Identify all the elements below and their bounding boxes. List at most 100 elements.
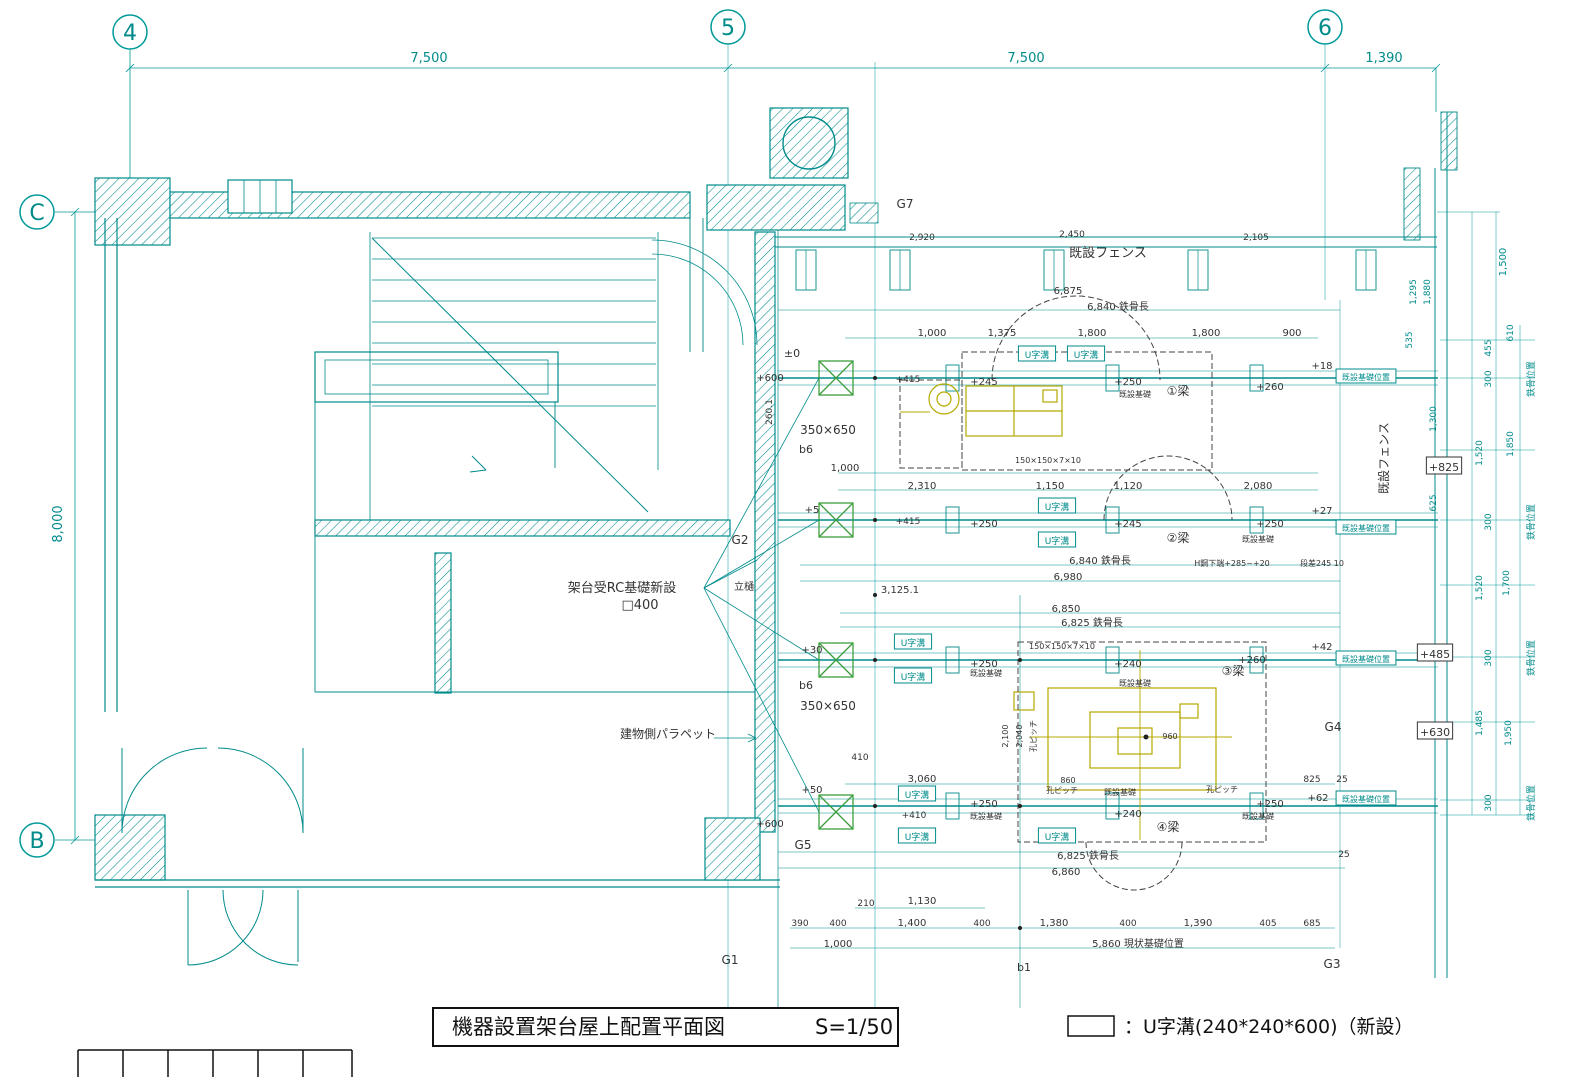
drawing-label: b1 — [1017, 961, 1031, 974]
legend: ：U字溝(240*240*600)（新設） — [1067, 1015, 1414, 1038]
boxed-label-frame — [897, 785, 937, 802]
drawing-label: 6,840 鉄骨長 — [1087, 300, 1149, 313]
building-walls — [94, 107, 1458, 888]
drawing-label: +42 — [1311, 642, 1332, 653]
drawing-label: 既設フェンス — [1376, 422, 1391, 494]
drawing-label: 5,860 現状基礎位置 — [1092, 937, 1184, 950]
drawing-label: 4 — [123, 21, 137, 46]
drawing-label: 孔ピッチ — [1029, 720, 1038, 752]
drawing-label: 860 — [1060, 776, 1075, 785]
drawing-label: 300 — [1484, 513, 1494, 530]
drawing-label: 2,080 — [1244, 481, 1273, 492]
drawing-label: +410 — [902, 811, 927, 821]
drawing-label: 1,295 — [1409, 279, 1419, 305]
boxed-label-frame — [1335, 790, 1397, 806]
drawing-label: 2,040 — [1015, 725, 1024, 748]
drawing-label: 孔ピッチ — [1046, 786, 1078, 795]
drawing-label: 350×650 — [800, 423, 856, 437]
drawing-label: 6,825 鉄骨長 — [1057, 849, 1119, 862]
drawing-label: 7,500 — [410, 51, 447, 66]
drawing-label: +600 — [756, 373, 783, 384]
drawing-label: 1,130 — [908, 896, 937, 907]
drawing-label: 2,920 — [909, 233, 935, 243]
drawing-label: 既設基礎 — [1242, 811, 1274, 821]
drawing-label: 孔ピッチ — [1206, 785, 1238, 794]
drawing-label: +5 — [805, 505, 820, 516]
boxed-label-frame — [1416, 643, 1454, 662]
drawing-label: 390 — [791, 919, 808, 929]
drawing-label: 既設基礎位置 — [1342, 523, 1390, 533]
drawing-label: 1,800 — [1192, 328, 1221, 339]
drawing-label: G1 — [722, 953, 739, 967]
boxed-label-frame — [1037, 497, 1077, 514]
drawing-label: +825 — [1429, 461, 1459, 474]
drawing-label: 6,860 — [1052, 867, 1081, 878]
drawing-label: 2,100 — [1001, 725, 1010, 748]
drawing-label: 鉄骨位置 — [1525, 785, 1537, 821]
drawing-label: 1,520 — [1475, 440, 1485, 466]
drawing-label: 400 — [1119, 919, 1136, 929]
equipment-dashed-outlines — [899, 295, 1267, 891]
drawing-label: +600 — [756, 819, 783, 830]
drawing-label: +240 — [1114, 809, 1141, 820]
title-block: 機器設置架台屋上配置平面図 S=1/50 — [432, 1007, 899, 1047]
drawing-label: +30 — [801, 645, 822, 656]
equipment-upper — [900, 383, 1063, 437]
drawing-label: 400 — [829, 919, 846, 929]
stairs — [369, 232, 758, 520]
drawing-label: 既設基礎 — [1119, 678, 1151, 688]
drawing-label: 1,520 — [1475, 575, 1485, 601]
drawing-label: 210 — [857, 899, 874, 909]
drawing-label: U字溝 — [901, 637, 926, 649]
drawing-label: 1,500 — [1498, 248, 1509, 277]
drawing-label: 410 — [851, 753, 868, 763]
existing-foundations — [945, 364, 1264, 820]
drawing-label: 1,800 — [1078, 328, 1107, 339]
drawing-label: 150×150×7×10 — [1029, 642, 1095, 651]
drawing-label: +260 — [1238, 655, 1265, 666]
drawing-label: 既設基礎 — [970, 811, 1002, 821]
existing-fence — [775, 112, 1448, 978]
drawing-label: 1,000 — [918, 328, 947, 339]
drawing-label: 685 — [1303, 919, 1320, 929]
drawing-label: 150×150×7×10 — [1015, 456, 1081, 465]
boxed-label-frame — [1037, 827, 1077, 844]
drawing-label: 1,950 — [1504, 720, 1514, 746]
drawing-label: 1,150 — [1036, 481, 1065, 492]
boxed-label-frame — [1335, 650, 1397, 666]
equipment-lower — [1013, 650, 1232, 840]
drawing-label: 1,380 — [1040, 918, 1069, 929]
drawing-label: 825 — [1303, 775, 1320, 785]
drawing-label: 既設フェンス — [1069, 245, 1147, 261]
drawing-label: 535 — [1405, 331, 1415, 348]
drawing-label: +50 — [801, 785, 822, 796]
drawing-label: ④梁 — [1157, 819, 1180, 834]
leader-lines — [703, 377, 820, 813]
drawing-label: 5 — [721, 16, 735, 41]
drawing-label: 1,485 — [1475, 710, 1485, 736]
drawing-label: 300 — [1484, 794, 1494, 811]
drawing-label: 段差245 10 — [1300, 558, 1344, 568]
drawing-label: 鉄骨位置 — [1525, 640, 1537, 676]
cutoff-table — [77, 1049, 353, 1077]
drawing-label: +415 — [896, 375, 921, 385]
drawing-label: 400 — [973, 919, 990, 929]
boxed-label-frame — [1017, 345, 1057, 362]
legend-text: ：U字溝(240*240*600)（新設） — [1124, 1016, 1414, 1038]
drawing-label: +250 — [1256, 519, 1283, 530]
boxed-label-frame — [1066, 345, 1106, 362]
drawing-label: 3,060 — [908, 774, 937, 785]
drawing-label: 鉄骨位置 — [1525, 504, 1537, 540]
drawing-label: +240 — [1114, 659, 1141, 670]
drawing-label: +250 — [1256, 799, 1283, 810]
drawing-label: 7,500 — [1007, 51, 1044, 66]
drawing-label: 8,000 — [51, 505, 66, 542]
drawing-label: 既設基礎位置 — [1342, 794, 1390, 804]
intersection-dots — [873, 376, 1149, 930]
drawing-label: 立樋 — [734, 580, 754, 593]
drawing-label: 300 — [1484, 370, 1494, 387]
drawing-label: G5 — [795, 838, 812, 852]
